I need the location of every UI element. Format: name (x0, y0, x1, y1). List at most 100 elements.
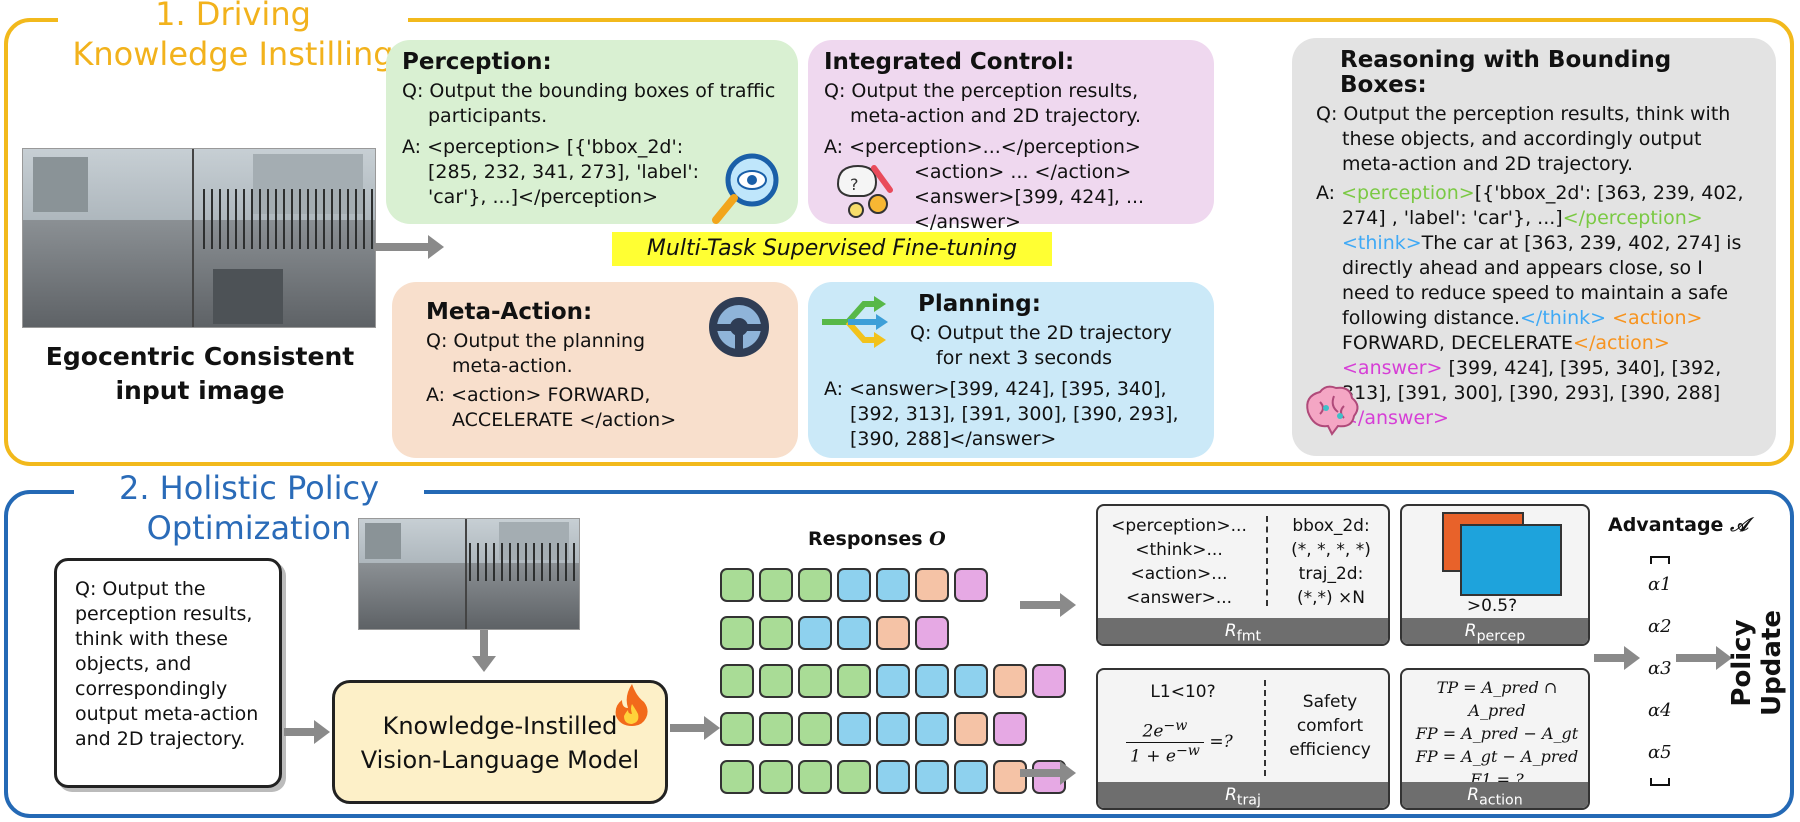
arrow-model-to-responses (670, 716, 720, 740)
arrow-to-policy-update (1676, 646, 1732, 670)
perception-answer: A: <perception> [{'bbox_2d': [285, 232, … (402, 136, 700, 208)
alpha-4: α4 (1648, 700, 1672, 721)
fire-icon (615, 684, 648, 726)
section1-title: 1. Driving Knowledge Instilling (58, 0, 408, 74)
planning-title: Planning: (918, 291, 1041, 317)
advantage-vector-bracket-bottom (1650, 778, 1670, 786)
advantage-label: Advantage 𝒜 (1608, 514, 1749, 536)
iou-threshold: >0.5? (1466, 596, 1518, 616)
response-token-green (759, 664, 793, 698)
arrow-to-rtraj (1020, 761, 1076, 785)
policy-input-image (358, 518, 580, 630)
brain-gear-pencil-icon: ? (836, 164, 893, 218)
pred-box (1460, 524, 1562, 596)
reward-perception-box: >0.5? Rpercep (1400, 504, 1590, 646)
traj-sigmoid-formula: 2e−w 1 + e−w =? (1126, 718, 1233, 766)
policy-question-box: Q: Output the perception results, think … (54, 558, 282, 788)
response-token-green (720, 616, 754, 650)
arrow-to-sft (374, 235, 444, 259)
response-token-green (837, 664, 871, 698)
perception-title: Perception: (402, 49, 552, 75)
arrow-to-rfmt (1020, 593, 1076, 617)
alpha-5: α5 (1648, 742, 1672, 763)
knowledge-instilled-vlm: Knowledge-Instilled Vision-Language Mode… (332, 680, 668, 804)
response-token-green (759, 760, 793, 794)
response-token-green (720, 664, 754, 698)
rfmt-right-lines: bbox_2d: (*, *, *, *) traj_2d: (*,*) ×N (1291, 516, 1371, 608)
response-token-blue (876, 712, 910, 746)
response-token-green (759, 616, 793, 650)
reward-trajectory-box: L1<10? 2e−w 1 + e−w =? Safety comfort ef… (1096, 668, 1390, 810)
svg-text:?: ? (850, 175, 859, 194)
response-token-blue (915, 664, 949, 698)
model-line2: Vision-Language Model (360, 746, 640, 774)
integrated-control-card: Integrated Control: Q: Output the percep… (808, 40, 1214, 233)
response-token-green (798, 712, 832, 746)
rpercep-label: Rpercep (1402, 618, 1588, 644)
responses-label: Responses O (808, 528, 946, 550)
traj-criteria: Safety comfort efficiency (1289, 692, 1371, 760)
reasoning-answer: A: <perception>[{'bbox_2d': [363, 239, 4… (1316, 182, 1744, 429)
response-token-blue (915, 712, 949, 746)
input-image-label: Egocentric Consistent input image (45, 342, 355, 405)
multi-task-sft-label: Multi-Task Supervised Fine-tuning (612, 232, 1052, 266)
response-token-blue (837, 712, 871, 746)
response-token-green (759, 712, 793, 746)
integrated-control-title: Integrated Control: (824, 49, 1075, 75)
magnifier-eye-icon (712, 153, 779, 224)
response-token-peach (876, 616, 910, 650)
raction-label: Raction (1402, 782, 1588, 808)
reward-format-box: <perception>... <think>... <action>... <… (1096, 504, 1390, 646)
response-token-blue (915, 760, 949, 794)
policy-update-label: Policy Update (1727, 610, 1787, 716)
section-holistic-policy (4, 490, 1794, 818)
steering-wheel-icon (709, 297, 769, 357)
response-token-green (759, 568, 793, 602)
alpha-3: α3 (1648, 658, 1672, 679)
response-token-blue (798, 616, 832, 650)
meta-action-title: Meta-Action: (426, 299, 593, 325)
arrow-rewards-to-advantage (1594, 646, 1640, 670)
rtraj-label: Rtraj (1098, 782, 1388, 808)
response-token-blue (954, 664, 988, 698)
response-token-pink (1032, 664, 1066, 698)
integrated-control-answer: A: <perception>...</perception> <action>… (824, 136, 1145, 233)
response-token-green (837, 760, 871, 794)
alpha-1: α1 (1648, 574, 1672, 595)
traj-l1-check: L1<10? (1150, 682, 1216, 702)
perception-question: Q: Output the bounding boxes of traffic … (402, 80, 776, 127)
planning-question: Q: Output the 2D trajectory for next 3 s… (910, 322, 1172, 369)
response-token-peach (993, 664, 1027, 698)
egocentric-input-image (22, 148, 376, 328)
meta-action-answer: A: <action> FORWARD, ACCELERATE </action… (426, 384, 677, 431)
reasoning-question: Q: Output the perception results, think … (1316, 103, 1731, 175)
response-token-green (720, 568, 754, 602)
response-token-green (798, 568, 832, 602)
planning-answer: A: <answer>[399, 424], [395, 340], [392,… (824, 378, 1179, 450)
brain-icon (1306, 385, 1359, 436)
rfmt-label: Rfmt (1098, 618, 1388, 644)
advantage-vector-bracket-top (1650, 556, 1670, 564)
section2-title: 2. Holistic Policy Optimization (74, 468, 424, 548)
meta-action-question: Q: Output the planning meta-action. (426, 330, 646, 377)
action-f1-formulas: TP = A_pred ∩ A_pred FP = A_pred − A_gt … (1415, 678, 1579, 789)
integrated-control-question: Q: Output the perception results, meta-a… (824, 80, 1141, 127)
rfmt-left-lines: <perception>... <think>... <action>... <… (1111, 516, 1247, 608)
reward-action-box: TP = A_pred ∩ A_pred FP = A_pred − A_gt … (1400, 668, 1590, 810)
section-driving-knowledge (4, 18, 1794, 466)
response-token-peach (993, 760, 1027, 794)
response-token-green (720, 760, 754, 794)
response-token-blue (876, 568, 910, 602)
response-token-green (798, 664, 832, 698)
response-token-peach (954, 712, 988, 746)
response-token-blue (837, 568, 871, 602)
response-token-peach (915, 568, 949, 602)
model-line1: Knowledge-Instilled (382, 712, 618, 740)
response-token-pink (915, 616, 949, 650)
alpha-2: α2 (1648, 616, 1672, 637)
response-token-pink (954, 568, 988, 602)
response-token-green (720, 712, 754, 746)
planning-card: Planning: Q: Output the 2D trajectory fo… (808, 282, 1214, 458)
response-token-blue (876, 760, 910, 794)
arrow-image-to-model (472, 630, 496, 672)
